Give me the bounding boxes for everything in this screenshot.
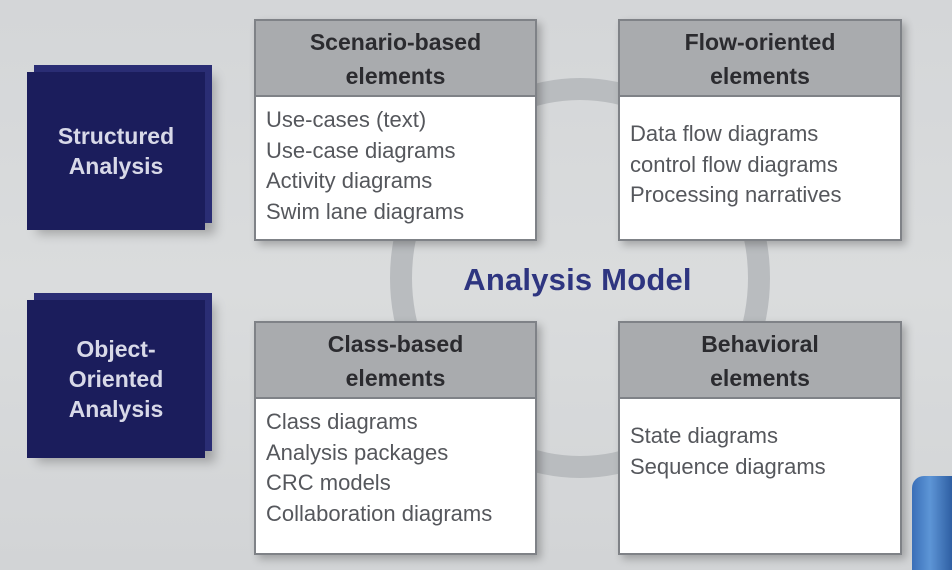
list-item: Analysis packages <box>266 439 449 465</box>
structured-analysis-label: Structured Analysis <box>57 123 175 179</box>
behavioral-elements-title: Behavioral elements <box>620 323 900 399</box>
flow-oriented-elements-list: Data flow diagrams control flow diagrams… <box>620 97 900 211</box>
object-oriented-analysis-box: Object- Oriented Analysis <box>27 300 205 458</box>
list-item: Sequence diagrams <box>630 453 826 479</box>
object-oriented-analysis-label: Object- Oriented Analysis <box>68 336 164 422</box>
list-item: control flow diagrams <box>630 151 838 177</box>
behavioral-elements-list: State diagrams Sequence diagrams <box>620 399 900 482</box>
analysis-model-title: Analysis Model <box>463 262 692 297</box>
scenario-based-elements-list: Use-cases (text) Use-case diagrams Activ… <box>256 97 535 227</box>
class-based-elements-title: Class-based elements <box>256 323 535 399</box>
behavioral-elements-box: Behavioral elements State diagrams Seque… <box>618 321 902 555</box>
class-based-elements-box: Class-based elements Class diagrams Anal… <box>254 321 537 555</box>
scenario-based-elements-box: Scenario-based elements Use-cases (text)… <box>254 19 537 241</box>
list-item: CRC models <box>266 470 391 495</box>
list-item: Processing narratives <box>630 182 842 207</box>
structured-analysis-box: Structured Analysis <box>27 72 205 230</box>
flow-oriented-elements-title: Flow-oriented elements <box>620 21 900 97</box>
flow-oriented-elements-box: Flow-oriented elements Data flow diagram… <box>618 19 902 241</box>
corner-decoration <box>912 476 952 570</box>
list-item: Collaboration diagrams <box>266 500 493 526</box>
list-item: State diagrams <box>630 423 778 448</box>
list-item: Use-cases (text) <box>266 107 427 132</box>
list-item: Swim lane diagrams <box>266 198 465 224</box>
list-item: Class diagrams <box>266 409 418 434</box>
list-item: Use-case diagrams <box>266 137 456 163</box>
list-item: Data flow diagrams <box>630 121 819 146</box>
scenario-based-elements-title: Scenario-based elements <box>256 21 535 97</box>
class-based-elements-list: Class diagrams Analysis packages CRC mod… <box>256 399 535 529</box>
list-item: Activity diagrams <box>266 168 433 193</box>
